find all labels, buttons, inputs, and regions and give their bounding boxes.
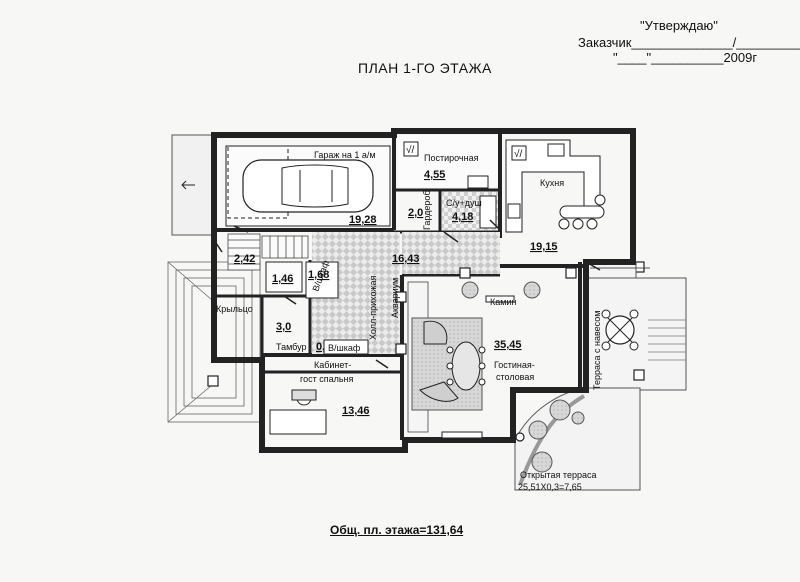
- study-room: [269, 389, 327, 435]
- exterior-walls: [211, 128, 636, 453]
- living-area: 35,45: [494, 339, 522, 351]
- shower-icon: [479, 195, 497, 229]
- svg-text:√/: √/: [406, 144, 414, 156]
- kitchen-area: 19,15: [530, 241, 558, 253]
- kitchen-island: [559, 205, 605, 219]
- plant-icon: [531, 451, 553, 473]
- vestibule-label: Тамбур: [276, 342, 307, 352]
- garage-room: Гараж на 1 а/м 19,28: [225, 145, 391, 227]
- laundry-label: Постирочная: [424, 153, 479, 163]
- washer-icon: [403, 141, 419, 157]
- kitchen-room: √/: [505, 139, 606, 233]
- plant-icon: [528, 420, 548, 440]
- client-signature-line: Заказчик______________/_________/: [578, 35, 800, 50]
- study-area: 13,46: [342, 405, 370, 417]
- porch-label: Крыльцо: [216, 304, 253, 314]
- table-icon: [451, 341, 481, 391]
- car-icon: [242, 159, 374, 213]
- hall-floor-extension: [402, 232, 500, 274]
- plant-icon: [549, 399, 571, 421]
- svg-text:√/: √/: [514, 148, 522, 160]
- study-label-1: Кабинет-: [314, 360, 351, 370]
- stove-icon: [547, 143, 565, 157]
- bathroom-label: С/у+душ: [446, 198, 482, 208]
- armchair-icon: [419, 381, 459, 402]
- vestibule-wardrobe: [323, 339, 369, 355]
- living-room: [407, 281, 541, 439]
- vestibule-wardrobe-label: В/шкаф: [328, 343, 361, 353]
- plant-icon: [571, 411, 585, 425]
- interior-walls: [214, 131, 586, 440]
- stair-area: 2,42: [234, 253, 255, 265]
- porch-area: 3,0: [276, 321, 291, 333]
- garage-label: Гараж на 1 а/м: [314, 150, 376, 160]
- closet-room: [265, 261, 303, 293]
- sofa-icon: [423, 320, 448, 345]
- kitchen-label: Кухня: [540, 178, 564, 188]
- garage-area: 19,28: [349, 214, 377, 226]
- hall-label: Холл-прихожая: [368, 276, 378, 340]
- aquarium-label: Аквариум: [390, 278, 400, 318]
- date-line: "____"__________2009г: [613, 50, 758, 65]
- plant-icon: [461, 281, 479, 299]
- staircase: [227, 233, 309, 271]
- sink-icon: [467, 175, 489, 189]
- fireplace-icon: [485, 295, 515, 303]
- hall-wardrobe: [305, 261, 339, 299]
- driveway: [171, 134, 215, 236]
- wardrobe-small-area: 2,0: [408, 207, 423, 219]
- wardrobe-small-label: Гардероб: [422, 190, 432, 230]
- open-terrace: [514, 387, 641, 491]
- plant-icon: [523, 281, 541, 299]
- columns: [207, 267, 577, 387]
- covered-terrace-label: Терраса с навесом: [592, 311, 602, 390]
- closet-area: 1,46: [272, 273, 293, 285]
- hall-wardrobe-area: 1,68: [308, 269, 329, 281]
- total-area: Общ. пл. этажа=131,64: [330, 523, 464, 537]
- laundry-area: 4,55: [424, 169, 445, 181]
- open-terrace-label: Открытая терраса: [520, 470, 596, 480]
- fridge-icon: [511, 145, 527, 161]
- hall-area: 16,43: [392, 253, 420, 265]
- approval-stamp: "Утверждаю": [640, 18, 718, 33]
- bathroom-area: 4,18: [452, 211, 473, 223]
- open-terrace-area: 25,51Х0,3=7,65: [518, 482, 582, 492]
- study-label-2: гост спальня: [300, 374, 354, 384]
- covered-terrace: [584, 261, 687, 428]
- living-label-2: столовая: [496, 372, 534, 382]
- fireplace-label: Камин: [490, 297, 516, 307]
- terrace-column: [633, 369, 645, 381]
- doors: [213, 219, 601, 369]
- kitchen-sink-icon: [507, 203, 521, 219]
- living-label-1: Гостиная-: [494, 360, 535, 370]
- page-title: ПЛАН 1-ГО ЭТАЖА: [358, 60, 492, 76]
